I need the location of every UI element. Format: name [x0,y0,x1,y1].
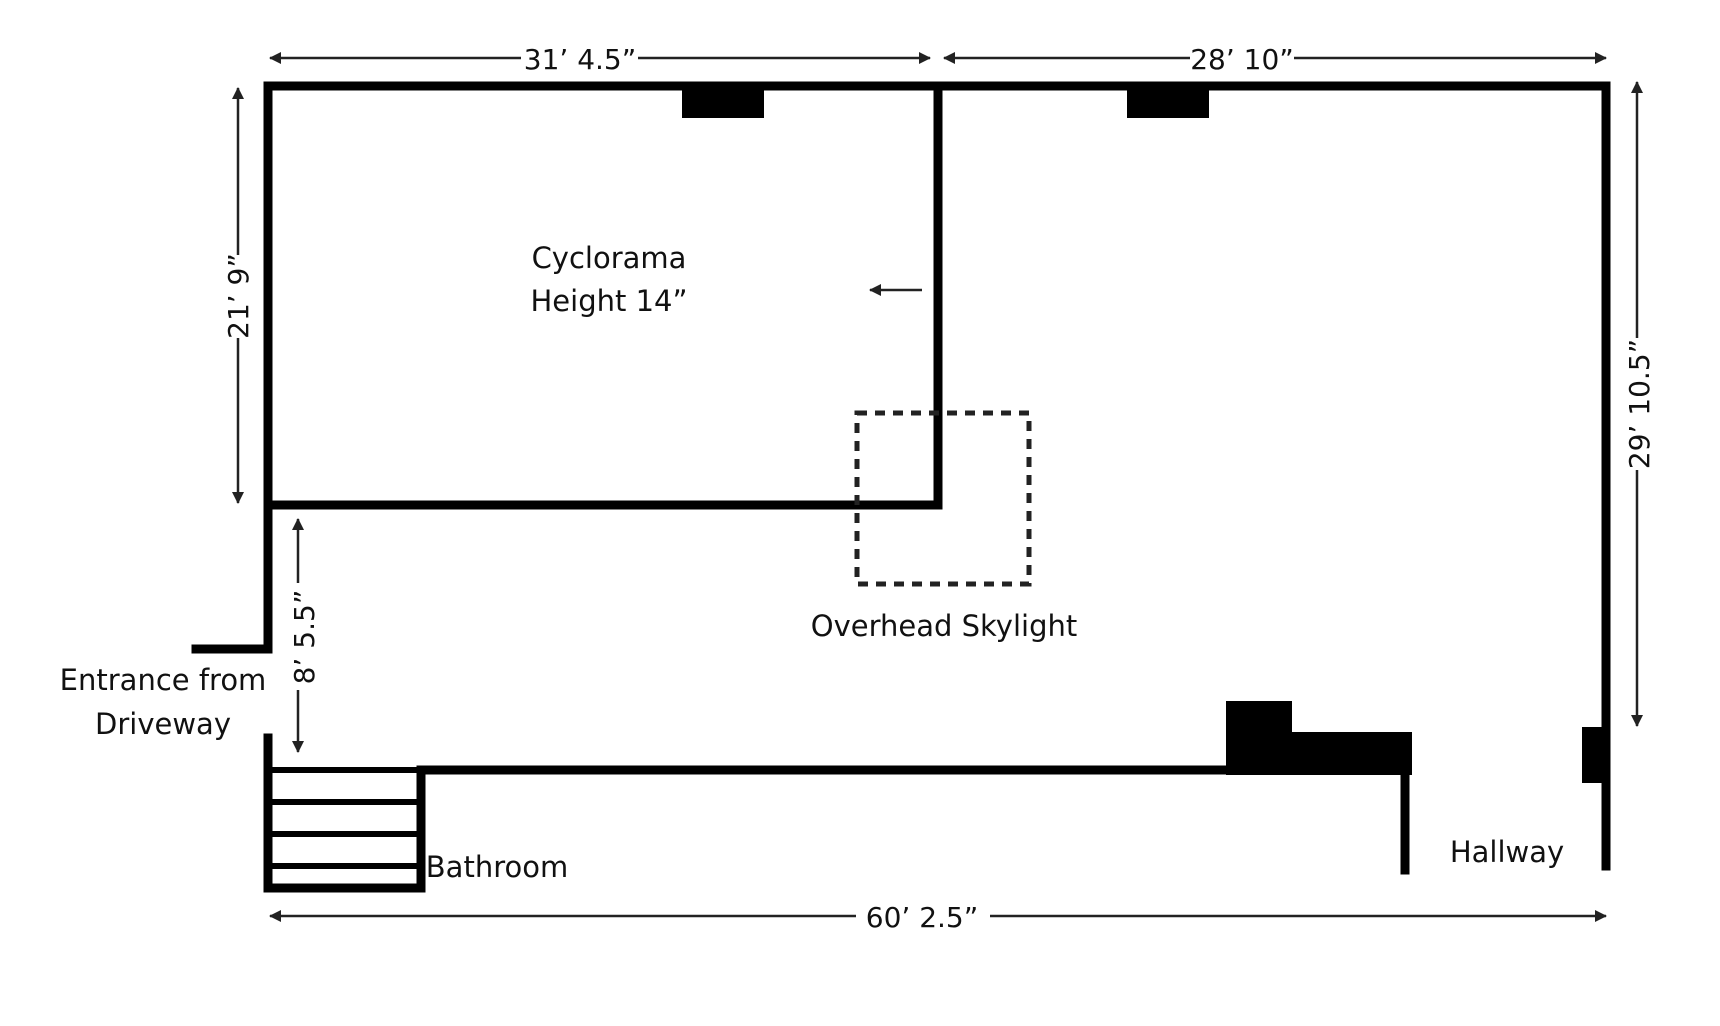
fixture-top-left [682,86,764,118]
dimension-lines [232,52,1643,922]
dimension-left-cyc-height: 21’ 9” [222,253,255,339]
bathroom-lines [268,767,421,869]
dimension-right-height: 29’ 10.5” [1623,339,1656,469]
dimension-top-right-width: 28’ 10” [1190,43,1294,76]
skylight-outline [854,410,1032,587]
entrance-label-line2: Driveway [95,707,231,741]
cyclorama-label: Cyclorama [532,241,687,275]
skylight-label: Overhead Skylight [811,609,1077,643]
dimension-left-lower-height: 8’ 5.5” [288,590,321,685]
bathroom-label: Bathroom [426,850,568,884]
fixture-right-wall [1582,727,1608,783]
dimension-top-left-width: 31’ 4.5” [524,43,636,76]
wall-fixtures [682,86,1608,783]
dimension-bottom-total-width: 60’ 2.5” [866,901,978,934]
hallway-label: Hallway [1450,835,1564,869]
fixture-lower-block-wide [1226,732,1412,775]
entrance-label: Entrance from [60,663,267,697]
fixture-top-right [1127,86,1209,118]
cyclorama-height-label: Height 14” [530,284,687,318]
